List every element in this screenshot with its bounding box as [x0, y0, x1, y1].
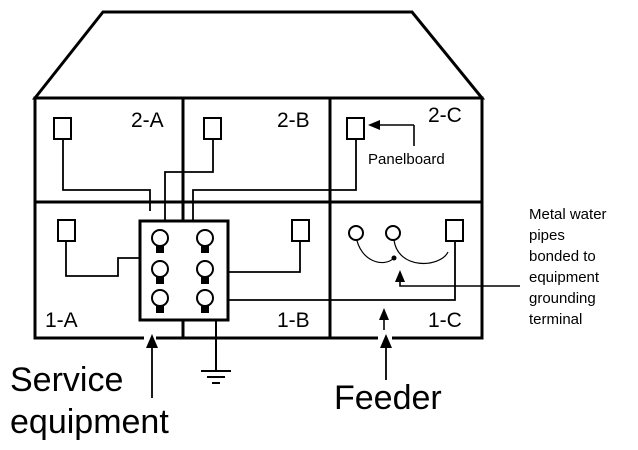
meter — [151, 229, 169, 247]
pipes-callout: Metal water pipes bonded to equipment gr… — [529, 206, 607, 328]
meter-base — [156, 306, 164, 313]
service-callout-line2: equipment — [10, 403, 169, 441]
ground-symbol — [201, 320, 231, 384]
feeder-wire-2b — [164, 139, 214, 221]
feeder-wires — [62, 139, 456, 301]
unit-label-1b: 1-B — [277, 309, 310, 332]
panelboard-arrowhead — [368, 120, 380, 130]
feeder-wire-1c — [228, 241, 456, 301]
pipes-callout-line: pipes — [529, 227, 565, 244]
unit-label-2c: 2-C — [428, 104, 462, 127]
panelboard-1b — [291, 219, 310, 242]
panelboard-1c — [445, 219, 464, 242]
pipe-bond-right — [393, 239, 449, 264]
panelboard-callout: Panelboard — [368, 151, 445, 168]
unit-label-2b: 2-B — [277, 109, 310, 132]
feeder-wire-1a — [65, 241, 140, 277]
pipes-callout-arrow — [399, 280, 520, 287]
unit-1c-arrowhead — [379, 308, 389, 320]
feeder-wire-2a — [62, 139, 151, 211]
pipes-callout-line: bonded to — [529, 248, 596, 265]
meter — [196, 260, 214, 278]
water-pipe-left — [348, 225, 364, 241]
unit-label-2a: 2-A — [131, 109, 164, 132]
pipe-bond-point — [391, 255, 397, 261]
meter — [151, 260, 169, 278]
feeder-callout: Feeder — [334, 379, 442, 417]
meter-base — [201, 246, 209, 253]
pipe-bond-left — [355, 235, 395, 264]
meter-base — [156, 277, 164, 284]
pipes-callout-line: Metal water — [529, 206, 607, 223]
pipes-callout-arrowhead — [395, 270, 405, 282]
feeder-wire-1b — [228, 241, 301, 273]
roof — [31, 10, 486, 100]
meter-base — [156, 246, 164, 253]
panelboard-2c — [346, 117, 365, 140]
unit-label-1c: 1-C — [428, 309, 462, 332]
panelboard-2b — [203, 117, 222, 140]
unit-label-1a: 1-A — [45, 309, 78, 332]
feeder-wire-2c — [192, 139, 357, 221]
meter — [196, 229, 214, 247]
meter-bases — [156, 246, 209, 313]
meter — [196, 289, 214, 307]
service-arrowhead — [146, 334, 158, 348]
pipes-callout-line: equipment — [529, 269, 600, 286]
pipes-callout-line: terminal — [529, 311, 582, 328]
pipes-callout-line: grounding — [529, 290, 596, 307]
panelboard-2a — [53, 117, 72, 140]
water-pipe-right — [385, 225, 401, 241]
feeder-arrowhead — [380, 334, 392, 348]
panelboard-1a — [57, 219, 76, 242]
water-pipes — [355, 235, 449, 264]
door-gap-1 — [144, 334, 156, 342]
building-outline — [33, 96, 484, 340]
meter — [151, 289, 169, 307]
service-callout-line1: Service — [10, 361, 123, 399]
meter-base — [201, 306, 209, 313]
meter-base — [201, 277, 209, 284]
